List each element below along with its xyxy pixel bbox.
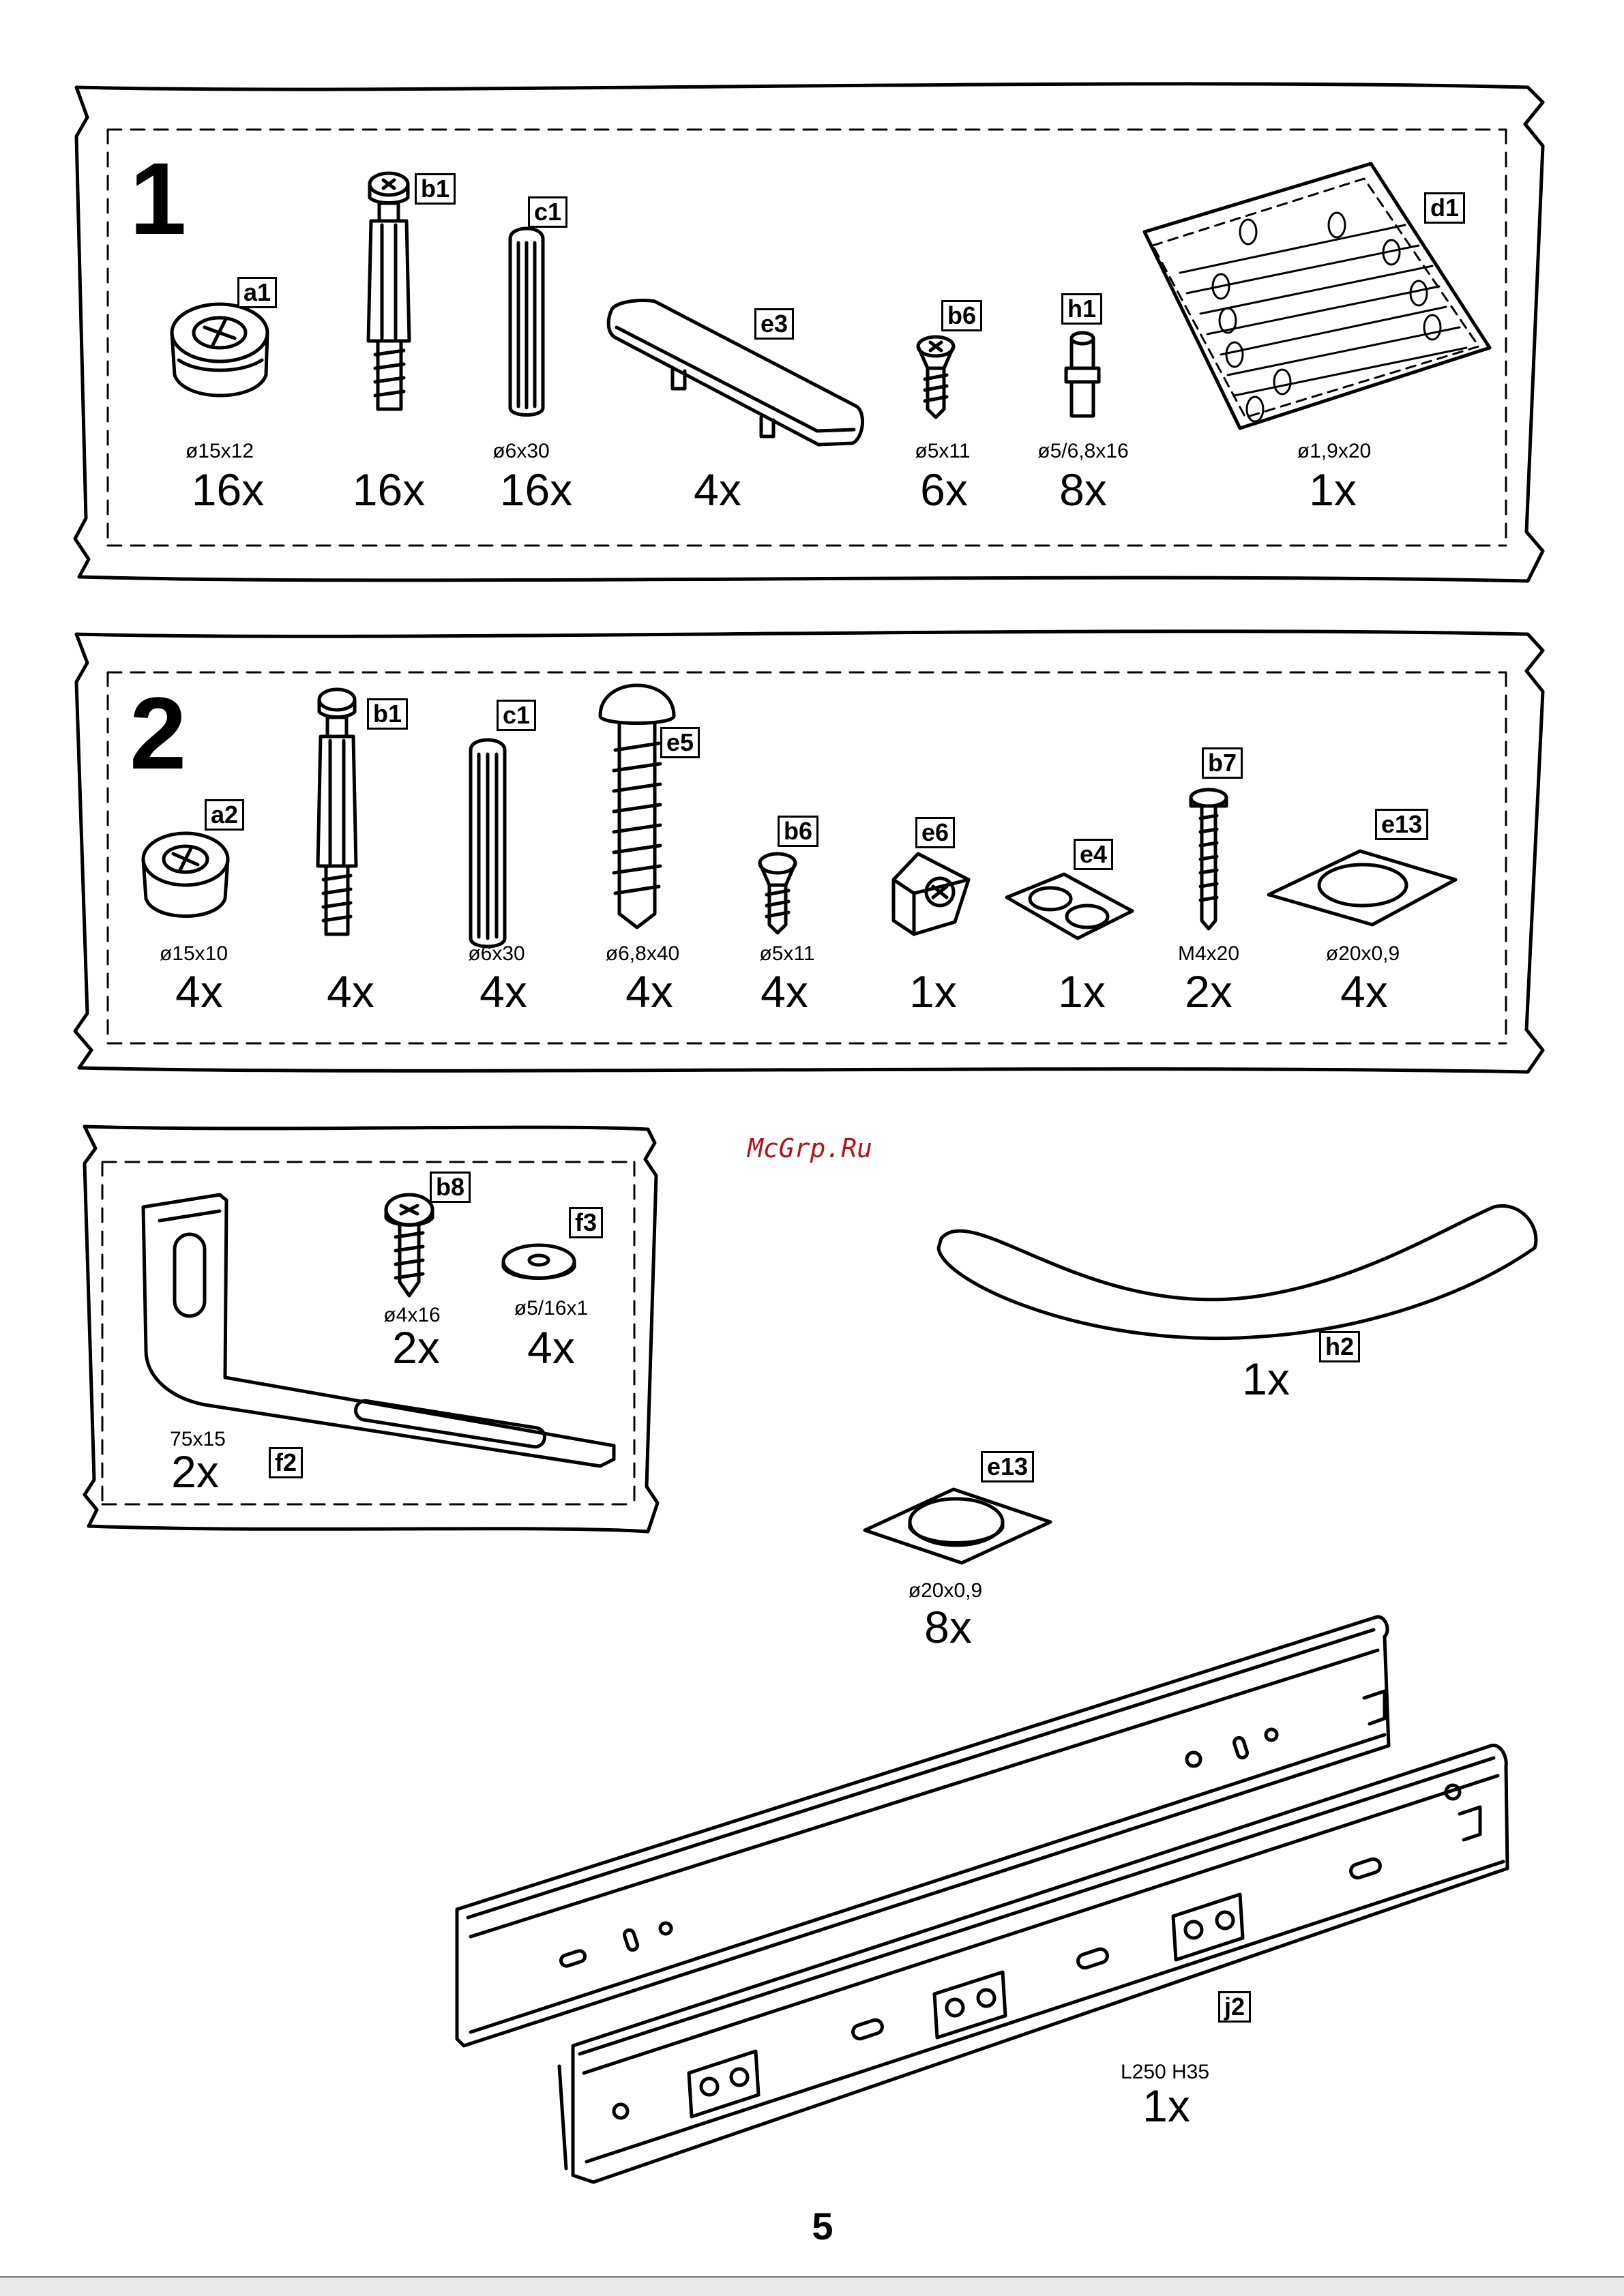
page-number: 5 [812,2204,833,2248]
dowel-c1-step2-icon [471,740,505,946]
part-qty-b1-step2: 4x [327,966,374,1017]
step2-bag-outline [75,631,1543,1072]
washer-f3-icon [503,1245,574,1279]
wall-plug-e5-icon [600,685,674,927]
part-qty-d1: 1x [1309,464,1357,516]
drawer-rail-j2-icon [457,1617,1507,2182]
connector-bolt-b1-step2-icon [318,689,356,934]
part-dim-h1: ø5/6,8x16 [1037,440,1128,463]
part-dim-b6: ø5x11 [915,440,970,463]
part-code-b6-step2: b6 [778,816,818,847]
part-qty-c1-step2: 4x [479,966,527,1017]
part-code-c1-step2: c1 [497,700,536,731]
part-qty-e13-loose: 8x [924,1601,972,1653]
part-code-e5: e5 [660,727,700,758]
part-qty-b1: 16x [353,464,425,516]
shelf-support-e3-icon [608,301,862,445]
handle-h2-icon [939,1206,1536,1338]
cam-lock-a1-icon [172,304,267,396]
part-dim-e13-step2: ø20x0,9 [1326,942,1400,966]
part-dim-a1: ø15x12 [186,440,254,463]
part-qty-f2: 2x [171,1446,219,1497]
part-dim-e13-loose: ø20x0,9 [909,1579,982,1602]
page-bottom-edge [0,2276,1624,2296]
part-code-c1: c1 [528,196,567,228]
part-qty-e6: 1x [909,966,957,1017]
part-qty-b6: 6x [920,464,968,516]
part-qty-b8: 2x [392,1322,440,1373]
part-code-d1: d1 [1424,192,1465,224]
part-code-b1-step2: b1 [367,698,408,730]
part-code-a1: a1 [237,277,277,308]
part-dim-d1: ø1,9x20 [1297,440,1371,463]
part-code-b1: b1 [415,173,456,205]
machine-screw-b7-icon [1191,790,1226,929]
part-qty-a2: 4x [175,966,223,1017]
part-code-e6: e6 [915,817,955,848]
wood-screw-b8-icon [386,1195,432,1296]
part-dim-e5: ø6,8x40 [606,942,679,966]
screw-b6-icon [918,337,954,417]
part-qty-e3: 4x [694,464,741,516]
part-code-b7: b7 [1202,747,1243,779]
part-qty-j2: 1x [1142,2080,1190,2132]
part-code-e3: e3 [754,308,794,340]
part-code-h1: h1 [1061,293,1102,325]
part-dim-b6-step2: ø5x11 [759,942,814,966]
part-code-j2: j2 [1218,1991,1251,2023]
dowel-c1-icon [510,228,543,415]
part-code-a2: a2 [205,799,244,831]
felt-pads-e4-icon [1007,874,1132,938]
part-qty-e5: 4x [625,966,673,1017]
corner-bracket-e6-icon [894,854,969,934]
part-qty-e13-step2: 4x [1340,966,1388,1017]
part-code-e13-loose: e13 [981,1451,1034,1482]
part-qty-b7: 2x [1185,966,1232,1017]
part-dim-f3: ø5/16x1 [514,1297,588,1320]
part-qty-f3: 4x [527,1322,575,1373]
part-qty-h2: 1x [1242,1353,1290,1405]
shelf-pin-h1-icon [1066,333,1099,416]
part-code-b6: b6 [941,300,982,331]
part-qty-b6-step2: 4x [761,966,808,1017]
part-code-e13-step2: e13 [1375,809,1428,840]
part-code-h2: h2 [1319,1331,1360,1362]
part-qty-e4: 1x [1058,966,1106,1017]
part-qty-a1: 16x [192,464,264,516]
part-qty-c1: 16x [500,464,572,516]
adhesive-pad-e13-icon [1269,851,1456,925]
part-code-b8: b8 [430,1172,471,1203]
part-dim-a2: ø15x10 [160,942,228,966]
part-qty-h1: 8x [1059,464,1107,516]
part-code-e4: e4 [1074,839,1113,870]
connector-bolt-b1-icon [368,173,409,409]
step-1-number: 1 [130,147,186,250]
screw-b6-step2-icon [760,854,795,933]
adhesive-pad-e13-loose-icon [865,1489,1050,1563]
part-code-f3: f3 [569,1207,603,1238]
part-code-f2: f2 [269,1447,303,1478]
step-2-number: 2 [130,682,186,784]
part-dim-c1-step2: ø6x30 [468,942,525,966]
watermark: McGrp.Ru [748,1133,872,1163]
part-dim-c1: ø6x30 [492,440,549,463]
cam-lock-a2-icon [143,833,228,916]
part-dim-b7: M4x20 [1178,942,1239,966]
